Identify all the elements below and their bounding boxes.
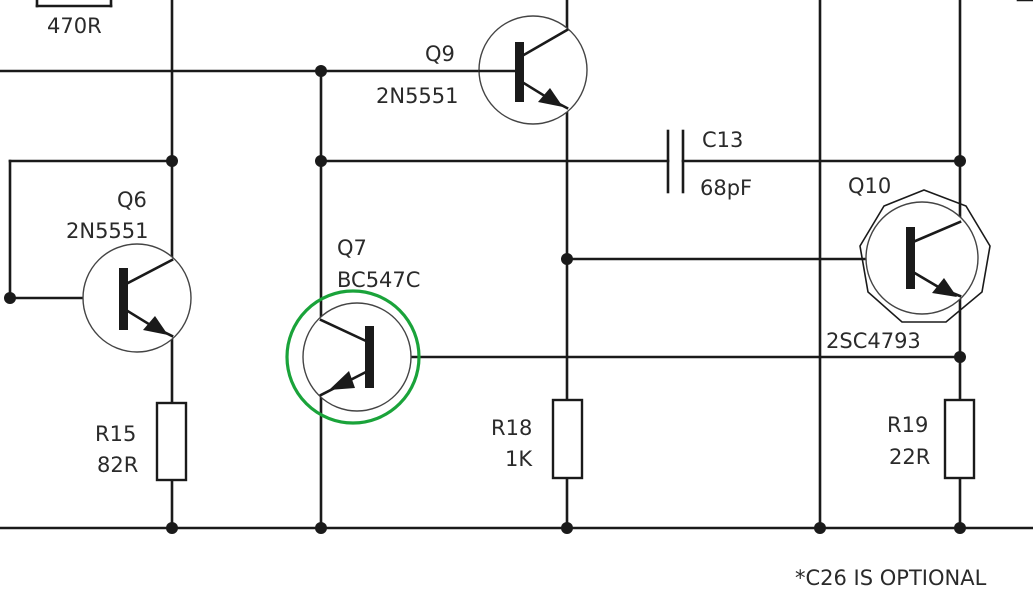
r18-ref-label: R18 bbox=[491, 416, 532, 440]
q9-part-label: 2N5551 bbox=[376, 84, 459, 108]
junction-dot bbox=[814, 522, 826, 534]
q7-part-label: BC547C bbox=[337, 268, 420, 292]
junction-dot bbox=[954, 351, 966, 363]
q6-part-label: 2N5551 bbox=[66, 219, 149, 243]
q9-ref-label: Q9 bbox=[425, 42, 455, 66]
c13-value-label: 68pF bbox=[700, 176, 752, 200]
resistor-r18 bbox=[551, 398, 584, 480]
r15-value-label: 82R bbox=[97, 453, 138, 477]
junction-dot bbox=[954, 155, 966, 167]
c13-ref-label: C13 bbox=[702, 128, 743, 152]
q10-ref-label: Q10 bbox=[848, 174, 891, 198]
junction-dot bbox=[561, 522, 573, 534]
junction-dot bbox=[315, 155, 327, 167]
transistor-q6 bbox=[82, 243, 192, 353]
junction-dot bbox=[315, 522, 327, 534]
junction-dot bbox=[166, 155, 178, 167]
junction-dot bbox=[954, 522, 966, 534]
q10-part-label: 2SC4793 bbox=[826, 329, 921, 353]
transistor-q7 bbox=[302, 302, 412, 412]
junction-dot bbox=[166, 522, 178, 534]
r-top-value-label: 470R bbox=[47, 14, 102, 38]
junction-dot bbox=[561, 253, 573, 265]
transistor-q10 bbox=[859, 189, 991, 323]
optional-note: *C26 IS OPTIONAL bbox=[795, 566, 987, 590]
resistor-r19 bbox=[943, 398, 976, 480]
capacitor-c13 bbox=[666, 129, 685, 194]
resistor-r15 bbox=[155, 401, 188, 482]
r19-value-label: 22R bbox=[889, 445, 930, 469]
r18-value-label: 1K bbox=[505, 447, 533, 471]
q7-ref-label: Q7 bbox=[337, 236, 367, 260]
r19-ref-label: R19 bbox=[887, 413, 928, 437]
junction-dot bbox=[4, 292, 16, 304]
transistor-q9 bbox=[478, 15, 588, 125]
junction-dot bbox=[315, 65, 327, 77]
q6-ref-label: Q6 bbox=[117, 188, 147, 212]
highlight-circle bbox=[285, 289, 421, 425]
r15-ref-label: R15 bbox=[95, 422, 136, 446]
junction-dots bbox=[4, 65, 966, 534]
